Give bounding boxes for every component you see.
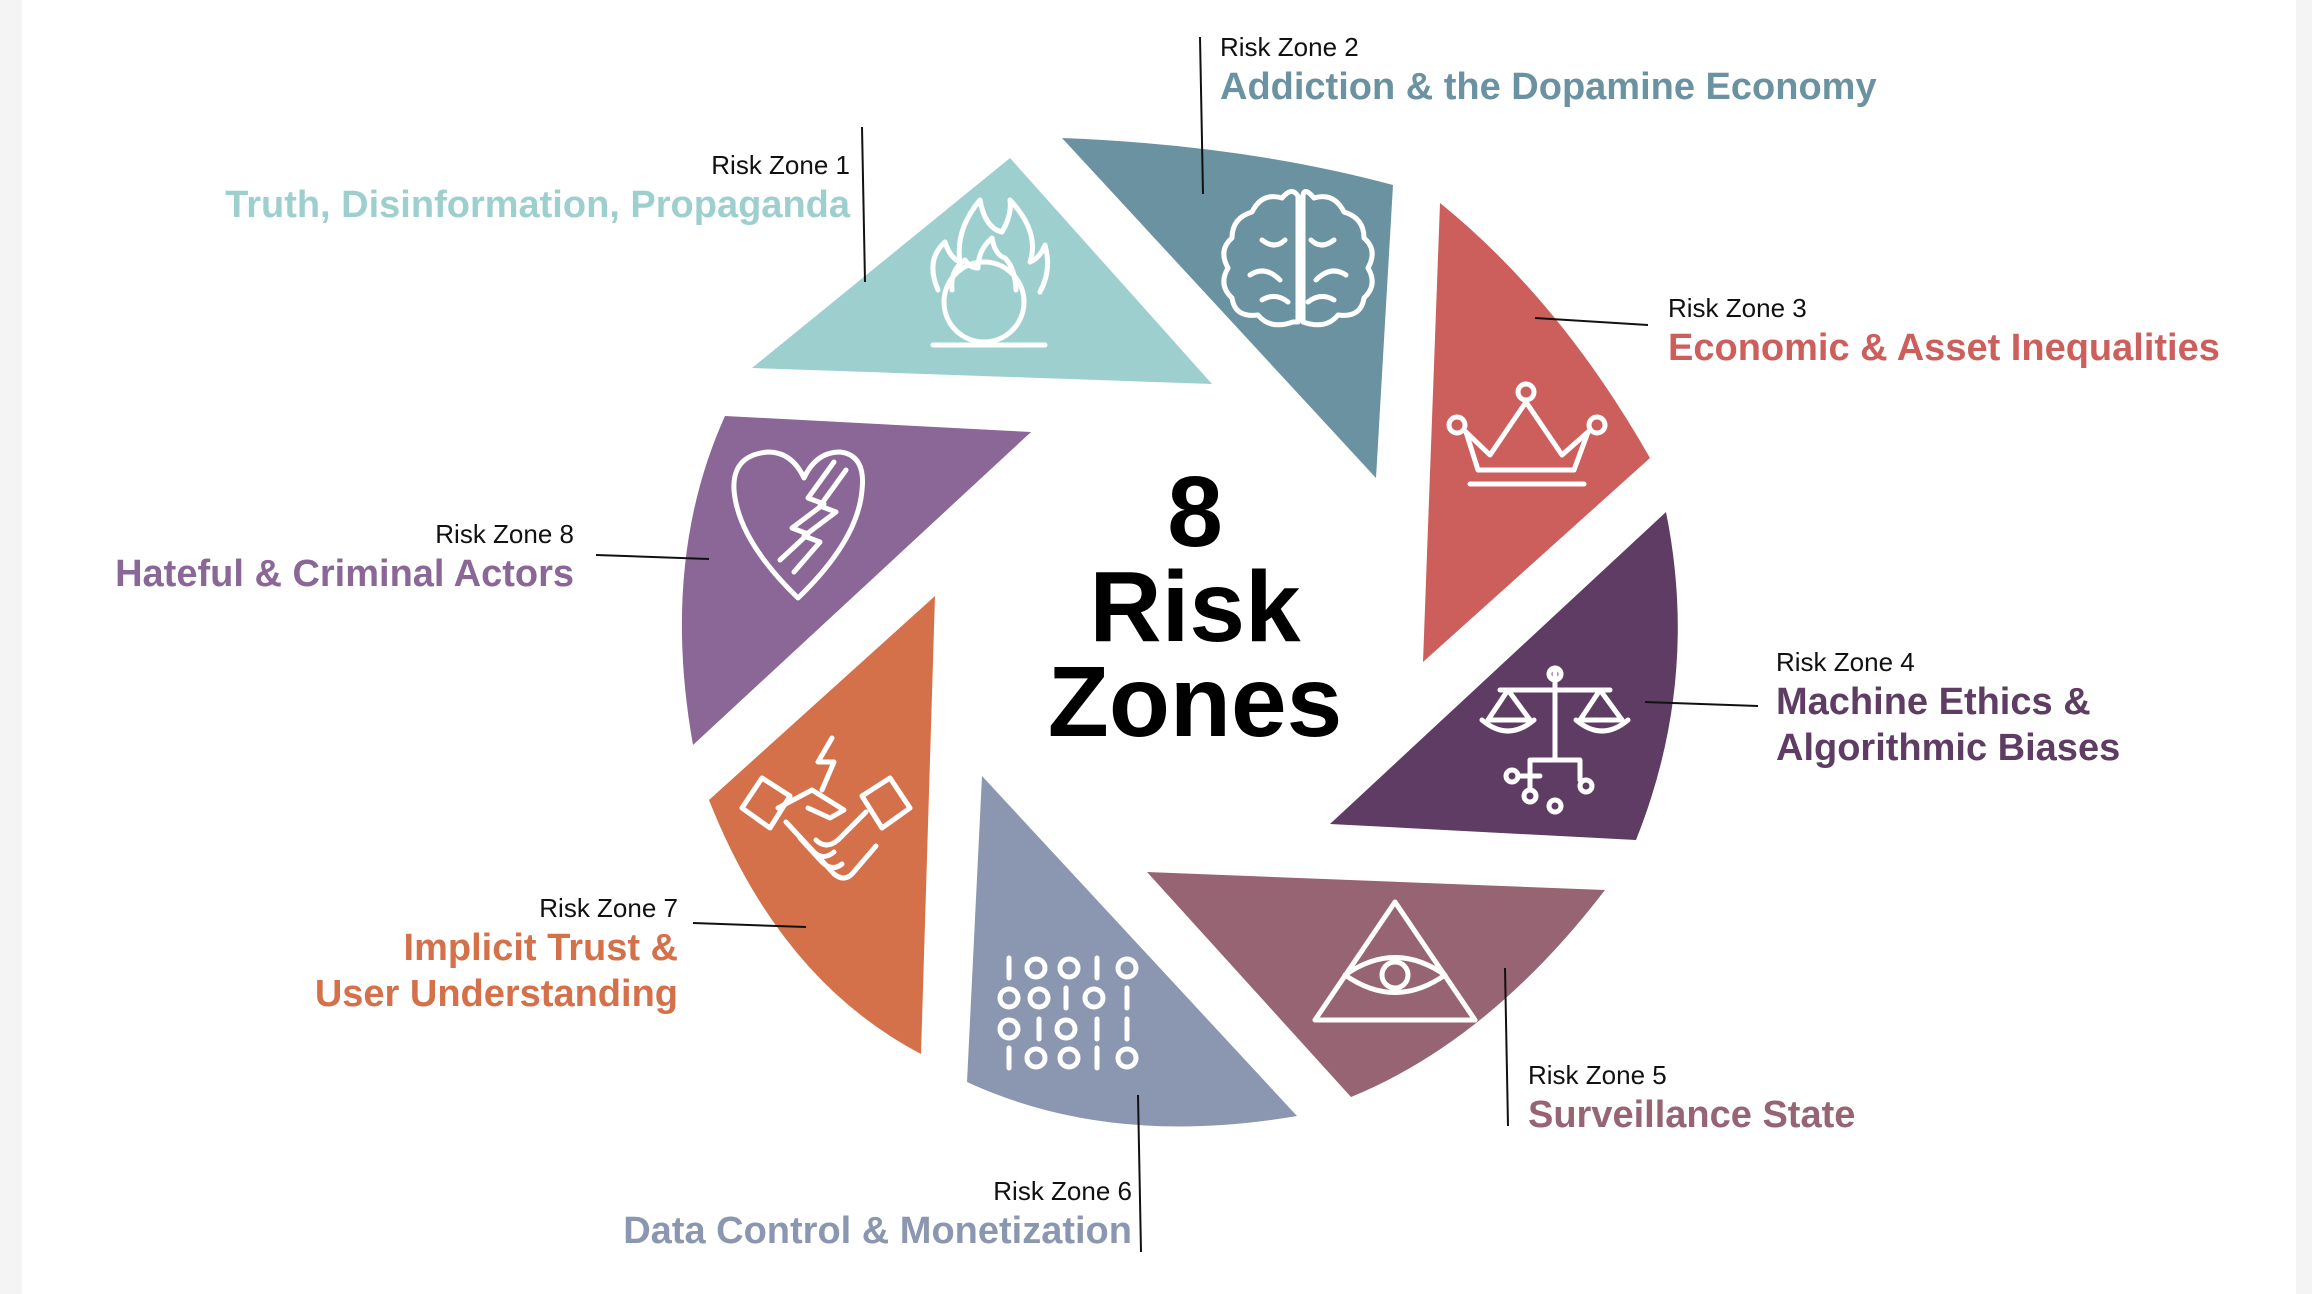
right-margin xyxy=(2296,0,2312,1294)
leader-line-zone-6 xyxy=(1137,1094,1142,1253)
leader-line-zone-5 xyxy=(1504,967,1509,1127)
zone-2-number: Risk Zone 2 xyxy=(1220,32,1359,62)
leader-lines xyxy=(595,36,1759,1253)
binary-code-icon xyxy=(997,955,1139,1071)
burning-globe-icon xyxy=(930,197,1051,348)
zone-7-label: Risk Zone 7 Implicit Trust & User Unders… xyxy=(315,891,678,1017)
segment-zone-1 xyxy=(752,158,1212,384)
zone-1-label: Risk Zone 1 Truth, Disinformation, Propa… xyxy=(225,148,850,228)
zone-4-label: Risk Zone 4 Machine Ethics & Algorithmic… xyxy=(1776,645,2120,771)
leader-line-zone-2 xyxy=(1199,36,1204,195)
segment-zone-2 xyxy=(1062,138,1393,478)
zone-6-label: Risk Zone 6 Data Control & Monetization xyxy=(623,1174,1132,1254)
leader-line-zone-8 xyxy=(595,554,710,560)
segment-zone-6 xyxy=(967,776,1297,1127)
zone-2-title: Addiction & the Dopamine Economy xyxy=(1220,66,1877,108)
zone-3-number: Risk Zone 3 xyxy=(1668,293,1807,323)
zone-3-label: Risk Zone 3 Economic & Asset Inequalitie… xyxy=(1668,291,2220,371)
leader-line-zone-3 xyxy=(1534,317,1649,326)
leader-line-zone-1 xyxy=(861,126,866,283)
zone-6-number: Risk Zone 6 xyxy=(993,1176,1132,1206)
zone-8-title: Hateful & Criminal Actors xyxy=(115,553,574,595)
handshake-lightning-icon xyxy=(739,735,913,881)
zone-2-label: Risk Zone 2 Addiction & the Dopamine Eco… xyxy=(1220,30,1877,110)
zone-1-number: Risk Zone 1 xyxy=(711,150,850,180)
leader-line-zone-7 xyxy=(692,922,807,928)
zone-7-title-line-1: Implicit Trust & xyxy=(403,927,678,969)
segment-zone-3 xyxy=(1423,203,1650,662)
broken-heart-icon xyxy=(731,449,866,601)
zone-1-title: Truth, Disinformation, Propaganda xyxy=(225,184,850,226)
leader-line-zone-4 xyxy=(1644,701,1759,707)
segment-zone-8 xyxy=(681,416,1031,745)
center-title-line-2: Risk xyxy=(1089,551,1301,663)
eye-pyramid-icon xyxy=(1312,899,1478,1023)
crown-icon xyxy=(1446,381,1608,487)
segment-zone-5 xyxy=(1147,872,1605,1097)
zone-4-title-line-2: Algorithmic Biases xyxy=(1776,727,2121,769)
zone-5-title: Surveillance State xyxy=(1528,1094,1856,1136)
zone-5-label: Risk Zone 5 Surveillance State xyxy=(1528,1058,1855,1138)
zone-3-title: Economic & Asset Inequalities xyxy=(1668,327,2220,369)
scales-circuit-icon xyxy=(1479,665,1631,815)
center-title-line-3: Zones xyxy=(1047,646,1343,758)
brain-icon xyxy=(1221,189,1375,328)
zone-5-number: Risk Zone 5 xyxy=(1528,1060,1667,1090)
zone-4-number: Risk Zone 4 xyxy=(1776,647,1915,677)
left-margin xyxy=(0,0,22,1294)
zone-7-title-line-2: User Understanding xyxy=(314,973,678,1015)
segment-zone-7 xyxy=(709,596,935,1054)
zone-8-number: Risk Zone 8 xyxy=(435,519,574,549)
zone-4-title-line-1: Machine Ethics & xyxy=(1776,681,2091,723)
zone-8-label: Risk Zone 8 Hateful & Criminal Actors xyxy=(115,517,574,597)
center-title-line-1: 8 xyxy=(1167,456,1223,568)
zone-7-number: Risk Zone 7 xyxy=(539,893,678,923)
segment-zone-4 xyxy=(1330,512,1678,840)
zone-6-title: Data Control & Monetization xyxy=(623,1210,1132,1252)
center-title: 8 Risk Zones xyxy=(1000,456,1390,758)
